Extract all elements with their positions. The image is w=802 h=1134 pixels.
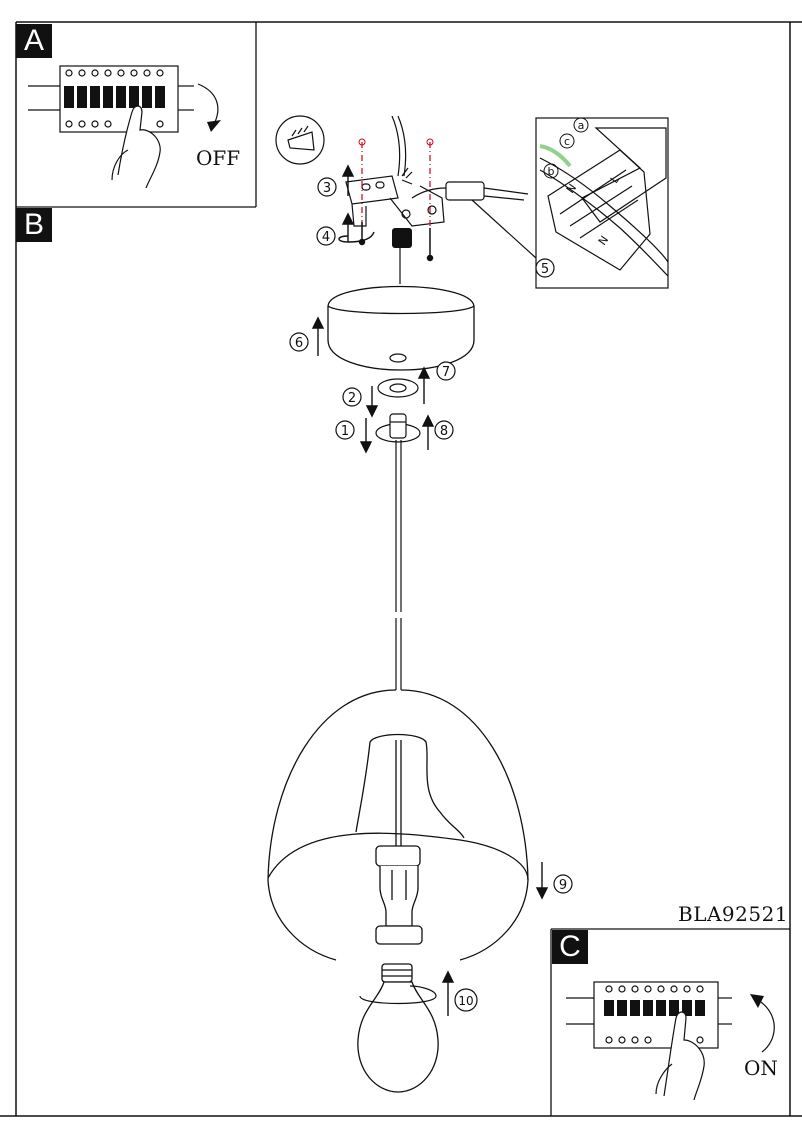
mounting-bracket <box>345 175 445 227</box>
step-circles <box>289 177 573 1012</box>
detail-label-a: a <box>578 119 585 132</box>
mains-cable <box>391 115 413 185</box>
step-9-label: 9 <box>559 878 567 893</box>
off-arrow <box>197 83 219 125</box>
detail-label-c: c <box>564 135 570 148</box>
detail-label-c-ring <box>559 133 575 149</box>
drill-hole-left <box>358 138 366 146</box>
step-8-label: 8 <box>440 424 448 439</box>
breaker-strip-off-illustration <box>28 65 194 189</box>
step-4-label: 4 <box>322 230 330 245</box>
panel-a-frame <box>16 22 257 208</box>
ceiling-canopy <box>327 285 475 371</box>
terminal-block <box>411 181 537 259</box>
drill-hole-right <box>426 138 434 146</box>
off-arrow-head <box>207 120 221 132</box>
detail-label-b-ring <box>543 163 559 179</box>
detail-label-a-ring <box>573 117 589 133</box>
panel-c-badge: C <box>552 930 588 964</box>
step-10-label: 10 <box>458 994 473 1008</box>
suspension-cable <box>395 440 402 690</box>
step-3-label: 3 <box>323 181 331 196</box>
cable-gland-top <box>392 228 412 248</box>
lamp-shade <box>267 689 529 961</box>
lamp-holder <box>375 740 423 945</box>
step-5-label: 5 <box>541 262 549 277</box>
terminal-neutral-label-bottom: N <box>596 234 611 248</box>
on-arrow <box>757 999 775 1053</box>
sheet-frame <box>0 21 802 1117</box>
step-2-label: 2 <box>348 391 356 406</box>
off-caption: OFF <box>196 146 241 170</box>
panel-b-badge: B <box>16 208 52 242</box>
panel-a-badge: A <box>16 24 52 58</box>
cable-grip <box>389 413 407 439</box>
drill-guide-lines <box>361 142 431 232</box>
bulb-rotation-arrow <box>359 985 437 1005</box>
light-bulb <box>357 963 439 1093</box>
step-6-label: 6 <box>295 336 303 351</box>
on-arrow-head <box>750 994 764 1008</box>
panel-c-frame <box>550 928 790 1116</box>
ceiling-plug-illustration <box>275 115 325 165</box>
step-arrows <box>311 164 549 1016</box>
screws <box>358 222 434 262</box>
step-1-label: 1 <box>341 424 349 439</box>
step-7-label: 7 <box>442 365 450 380</box>
detail-label-b: b <box>548 165 555 178</box>
breaker-strip-on-illustration <box>566 981 732 1101</box>
wiring-detail-panel <box>535 117 669 289</box>
product-code: BLA92521 <box>678 902 789 926</box>
on-caption: ON <box>744 1056 778 1080</box>
